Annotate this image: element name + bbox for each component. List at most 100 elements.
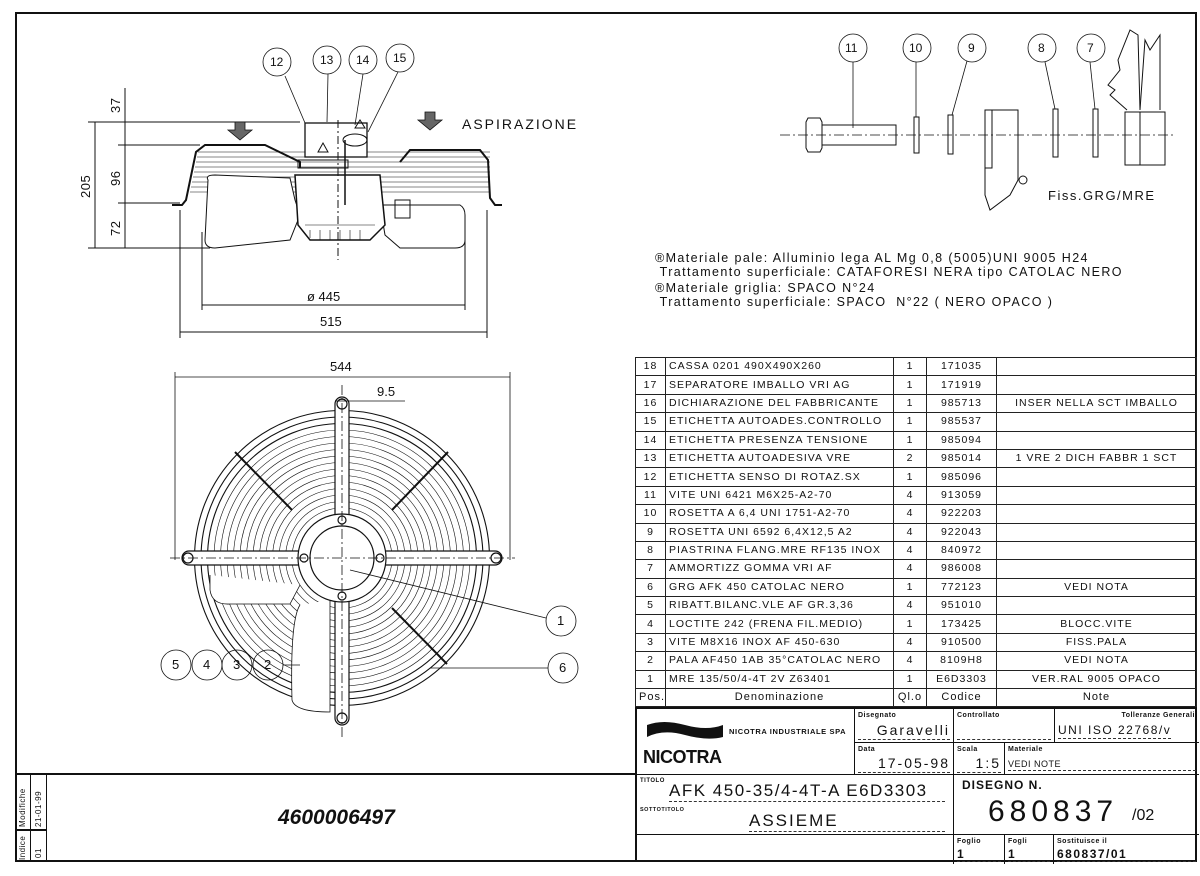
tolerances-value: UNI ISO 22768/v [1058, 723, 1172, 739]
cell-pos: 14 [635, 430, 666, 450]
checked-label: Controllato [957, 712, 1000, 719]
cell-pos: 18 [635, 356, 666, 377]
cell-qty: 1 [893, 669, 927, 690]
cell-pos: 2 [635, 651, 666, 671]
sheets-cell: Fogli 1 [1005, 835, 1054, 864]
callout-13: 13 [320, 53, 334, 67]
company-name: NICOTRA INDUSTRIALE SPA [729, 727, 847, 736]
material-notes: ®Materiale pale: Alluminio lega AL Mg 0,… [655, 251, 1123, 309]
cell-pos: 17 [635, 375, 666, 395]
cell-qty: 1 [893, 412, 927, 432]
callout-5: 5 [172, 657, 180, 672]
cell-description: ETICHETTA SENSO DI ROTAZ.SX [665, 467, 894, 487]
cell-description: ROSETTA UNI 6592 6,4X12,5 A2 [665, 522, 894, 542]
cell-qty: 1 [893, 467, 927, 487]
material-value: VEDI NOTE [1008, 758, 1196, 771]
note-line: Trattamento superficiale: SPACO N°22 ( N… [655, 295, 1054, 309]
cell-qty: 4 [893, 651, 927, 671]
callout-1: 1 [557, 613, 565, 628]
cell-note [996, 430, 1197, 450]
cell-pos: 15 [635, 412, 666, 432]
cell-qty: 4 [893, 632, 927, 653]
sheet-label: Foglio [957, 838, 981, 845]
cell-pos: 8 [635, 540, 666, 561]
cell-note [996, 485, 1197, 506]
sheets-value: 1 [1008, 847, 1050, 862]
cell-description: PIASTRINA FLANG.MRE RF135 INOX [665, 540, 894, 561]
cell-note [996, 559, 1197, 579]
cell-code: 171919 [926, 375, 997, 395]
height-dimensions [88, 88, 300, 249]
cell-code: 922043 [926, 522, 997, 542]
cell-description: Denominazione [665, 688, 894, 708]
cell-pos: 11 [635, 485, 666, 506]
date-label: Data [858, 746, 876, 753]
cell-description: ETICHETTA PRESENZA TENSIONE [665, 430, 894, 450]
replaces-value: 680837/01 [1057, 847, 1196, 862]
callout-2: 2 [264, 657, 272, 672]
cell-note [996, 375, 1197, 395]
note-line: ®Materiale pale: Alluminio lega AL Mg 0,… [655, 251, 1089, 265]
scale-value: 1:5 [957, 755, 1001, 773]
drawing-subtitle: ASSIEME [749, 810, 945, 832]
cell-description: ETICHETTA AUTOADES.CONTROLLO [665, 412, 894, 432]
cell-code: 985096 [926, 467, 997, 487]
width-dimensions [179, 210, 488, 338]
drawn-by-value: Garavelli [858, 722, 950, 740]
date-value: 17-05-98 [858, 755, 950, 773]
cell-qty: 1 [893, 375, 927, 395]
drawn-by-label: Disegnato [858, 712, 897, 719]
cell-qty: 1 [893, 356, 927, 377]
index-label: Indice [18, 835, 27, 860]
cell-pos: 3 [635, 632, 666, 653]
cell-note: FISS.PALA [996, 632, 1197, 653]
replaces-label: Sostituisce il [1057, 838, 1108, 845]
tolerances-label: Tolleranze Generali [1121, 712, 1195, 719]
cell-code: 985713 [926, 393, 997, 414]
callout-14: 14 [356, 53, 370, 67]
cell-qty: 4 [893, 504, 927, 524]
fan-blades-side [204, 119, 466, 260]
cell-description: VITE UNI 6421 M6X25-A2-70 [665, 485, 894, 506]
cell-code: 171035 [926, 356, 997, 377]
cell-pos: 16 [635, 393, 666, 414]
fixing-caption: Fiss.GRG/MRE [1048, 188, 1156, 203]
cell-note: VER.RAL 9005 OPACO [996, 669, 1197, 690]
callout-8: 8 [1038, 41, 1045, 55]
cell-qty: 1 [893, 393, 927, 414]
cell-description: RIBATT.BILANC.VLE AF GR.3,36 [665, 596, 894, 616]
callout-4: 4 [203, 657, 211, 672]
cell-note: Note [996, 688, 1197, 708]
cell-pos: 10 [635, 504, 666, 524]
cell-note: 1 VRE 2 DICH FABBR 1 SCT [996, 448, 1197, 469]
cell-code: 985537 [926, 412, 997, 432]
cell-description: ETICHETTA AUTOADESIVA VRE [665, 448, 894, 469]
callout-7: 7 [1087, 41, 1094, 55]
cell-pos: 9 [635, 522, 666, 542]
cell-description: AMMORTIZZ GOMMA VRI AF [665, 559, 894, 579]
changes-label: Modifiche [18, 788, 27, 827]
dim-width: 544 [330, 359, 352, 374]
cell-description: SEPARATORE IMBALLO VRI AG [665, 375, 894, 395]
checked-cell: Controllato [954, 709, 1054, 743]
drawing-number: 680837 [988, 795, 1119, 828]
cell-code: Codice [926, 688, 997, 708]
dim-grille-width: 515 [320, 314, 342, 329]
sheet-cell: Foglio 1 [954, 835, 1005, 864]
cell-code: 772123 [926, 577, 997, 598]
change-date: 21-01-99 [34, 790, 43, 827]
cell-qty: 1 [893, 430, 927, 450]
cell-note [996, 522, 1197, 542]
